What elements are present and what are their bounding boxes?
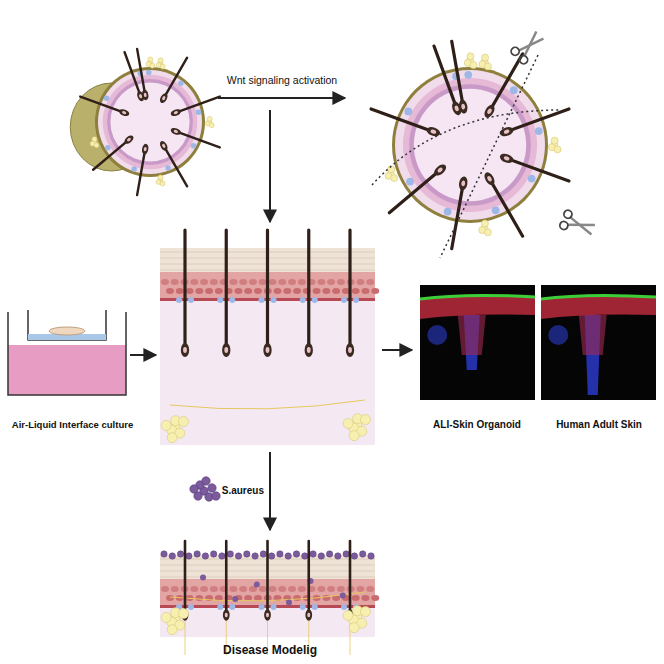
scissors-icon — [559, 209, 597, 239]
fat-cluster — [90, 137, 99, 148]
hair-follicle — [181, 230, 189, 357]
flow-arrow — [218, 97, 345, 99]
fat-cluster — [479, 220, 492, 236]
hair-follicle — [389, 162, 448, 212]
hair-follicle — [170, 127, 220, 148]
node-label: Disease Modelig — [220, 642, 320, 660]
fat-cluster — [161, 416, 188, 443]
culture-box: Air-Liquid Interface culture — [0, 305, 145, 433]
skin-organoid — [70, 67, 205, 177]
hair-follicle — [263, 230, 271, 357]
hair-follicle — [264, 541, 271, 621]
arrow-label: Wnt signaling activation — [212, 74, 352, 86]
fat-cluster — [146, 57, 155, 68]
skin-organoid — [392, 67, 548, 223]
bacteria-label-box: S.aureus — [188, 478, 266, 504]
node-label: ALI-Skin Organoid — [430, 417, 524, 433]
fat-cluster — [161, 608, 188, 635]
bacteria-cluster — [190, 477, 220, 501]
hair-follicle — [93, 134, 135, 170]
node-label: Air-Liquid Interface culture — [9, 418, 136, 433]
fluorescence-image — [420, 285, 535, 400]
hair-follicle — [482, 54, 522, 120]
fat-cluster — [343, 414, 370, 441]
flow-arrow — [269, 452, 271, 530]
hair-follicle — [222, 230, 230, 357]
disease-skin-box: Disease Modelig — [158, 538, 382, 660]
flow-arrow — [382, 349, 412, 351]
skin-section — [160, 248, 379, 445]
fat-cluster — [205, 116, 214, 127]
hair-follicle — [137, 143, 149, 195]
hair-follicle — [434, 46, 463, 116]
transwell-insert — [8, 310, 126, 395]
fat-cluster — [385, 166, 398, 182]
hair-follicle — [223, 541, 230, 621]
hair-follicle — [170, 97, 220, 118]
hair-follicle — [80, 97, 130, 118]
flow-arrow — [269, 110, 271, 222]
fat-cluster — [156, 58, 165, 69]
fluorescence-image — [541, 285, 656, 400]
hair-follicle — [305, 230, 313, 357]
hair-follicle — [371, 109, 441, 138]
hair-follicle — [125, 52, 146, 102]
cut-line — [372, 110, 560, 185]
cut-line — [440, 55, 538, 258]
hair-follicle — [482, 171, 522, 237]
hair-follicle — [452, 176, 469, 249]
node-label: S.aureus — [222, 485, 266, 497]
node-label: Human Adult Skin — [553, 417, 645, 433]
scissors-icon — [509, 28, 546, 65]
skin-section — [160, 551, 379, 655]
fat-cluster — [343, 606, 370, 633]
flow-arrow — [130, 354, 156, 356]
hair-follicle — [346, 230, 354, 357]
hair-follicle — [158, 140, 187, 187]
hair-follicle — [158, 58, 187, 105]
hair-follicle — [347, 541, 354, 621]
image-panel: ALI-Skin Organoid — [416, 282, 538, 432]
fat-cluster — [479, 54, 492, 70]
hair-follicle — [305, 541, 312, 621]
fat-cluster — [156, 175, 165, 186]
fat-cluster — [548, 137, 561, 153]
image-panel: Human Adult Skin — [538, 282, 660, 432]
hair-follicle — [499, 152, 569, 181]
fat-cluster — [464, 53, 477, 69]
